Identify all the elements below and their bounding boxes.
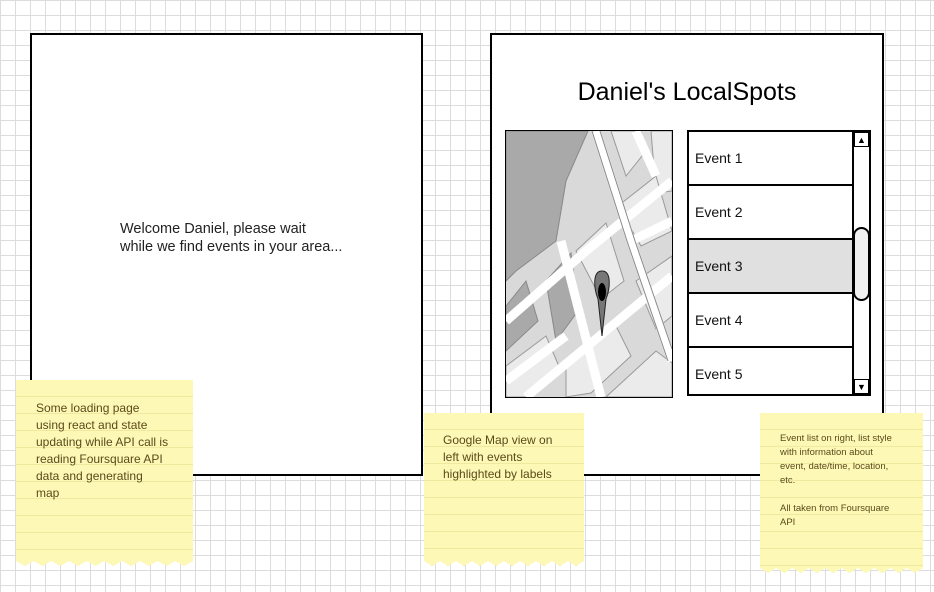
list-item-label: Event 4 <box>695 312 743 328</box>
app-title: Daniel's LocalSpots <box>577 78 797 106</box>
list-item-event-1[interactable]: Event 1 <box>689 132 854 186</box>
map-pin-icon <box>594 270 610 337</box>
sticky-note-loading: Some loading page using react and state … <box>16 380 193 566</box>
list-item-event-3[interactable]: Event 3 <box>689 240 854 294</box>
list-item-event-4[interactable]: Event 4 <box>689 294 854 348</box>
note-text: Event list on right, list style with inf… <box>780 433 892 528</box>
list-item-event-2[interactable]: Event 2 <box>689 186 854 240</box>
list-scrollbar[interactable]: ▲ ▼ <box>852 132 869 394</box>
list-item-label: Event 1 <box>695 150 743 166</box>
note-text: Some loading page using react and state … <box>36 401 169 500</box>
list-item-label: Event 5 <box>695 366 743 382</box>
note-text: Google Map view on left with events high… <box>443 433 553 481</box>
sticky-note-map: Google Map view on left with events high… <box>424 413 584 566</box>
map-view[interactable] <box>505 130 673 398</box>
list-item-label: Event 3 <box>695 258 743 274</box>
loading-message: Welcome Daniel, please wait while we fin… <box>120 221 343 255</box>
arrow-down-icon: ▼ <box>857 381 866 392</box>
list-item-label: Event 2 <box>695 204 743 220</box>
event-list[interactable]: Event 1 Event 2 Event 3 Event 4 Event 5 … <box>687 130 871 396</box>
event-list-items: Event 1 Event 2 Event 3 Event 4 Event 5 <box>689 132 854 394</box>
scroll-up-button[interactable]: ▲ <box>854 132 869 147</box>
main-screen-frame: Daniel's LocalSpots <box>490 33 884 476</box>
arrow-up-icon: ▲ <box>857 134 866 145</box>
list-item-event-5[interactable]: Event 5 <box>689 348 854 394</box>
scroll-thumb[interactable] <box>853 227 869 301</box>
scroll-down-button[interactable]: ▼ <box>854 379 869 394</box>
map-illustration <box>506 131 672 397</box>
sticky-note-list: Event list on right, list style with inf… <box>760 413 923 573</box>
